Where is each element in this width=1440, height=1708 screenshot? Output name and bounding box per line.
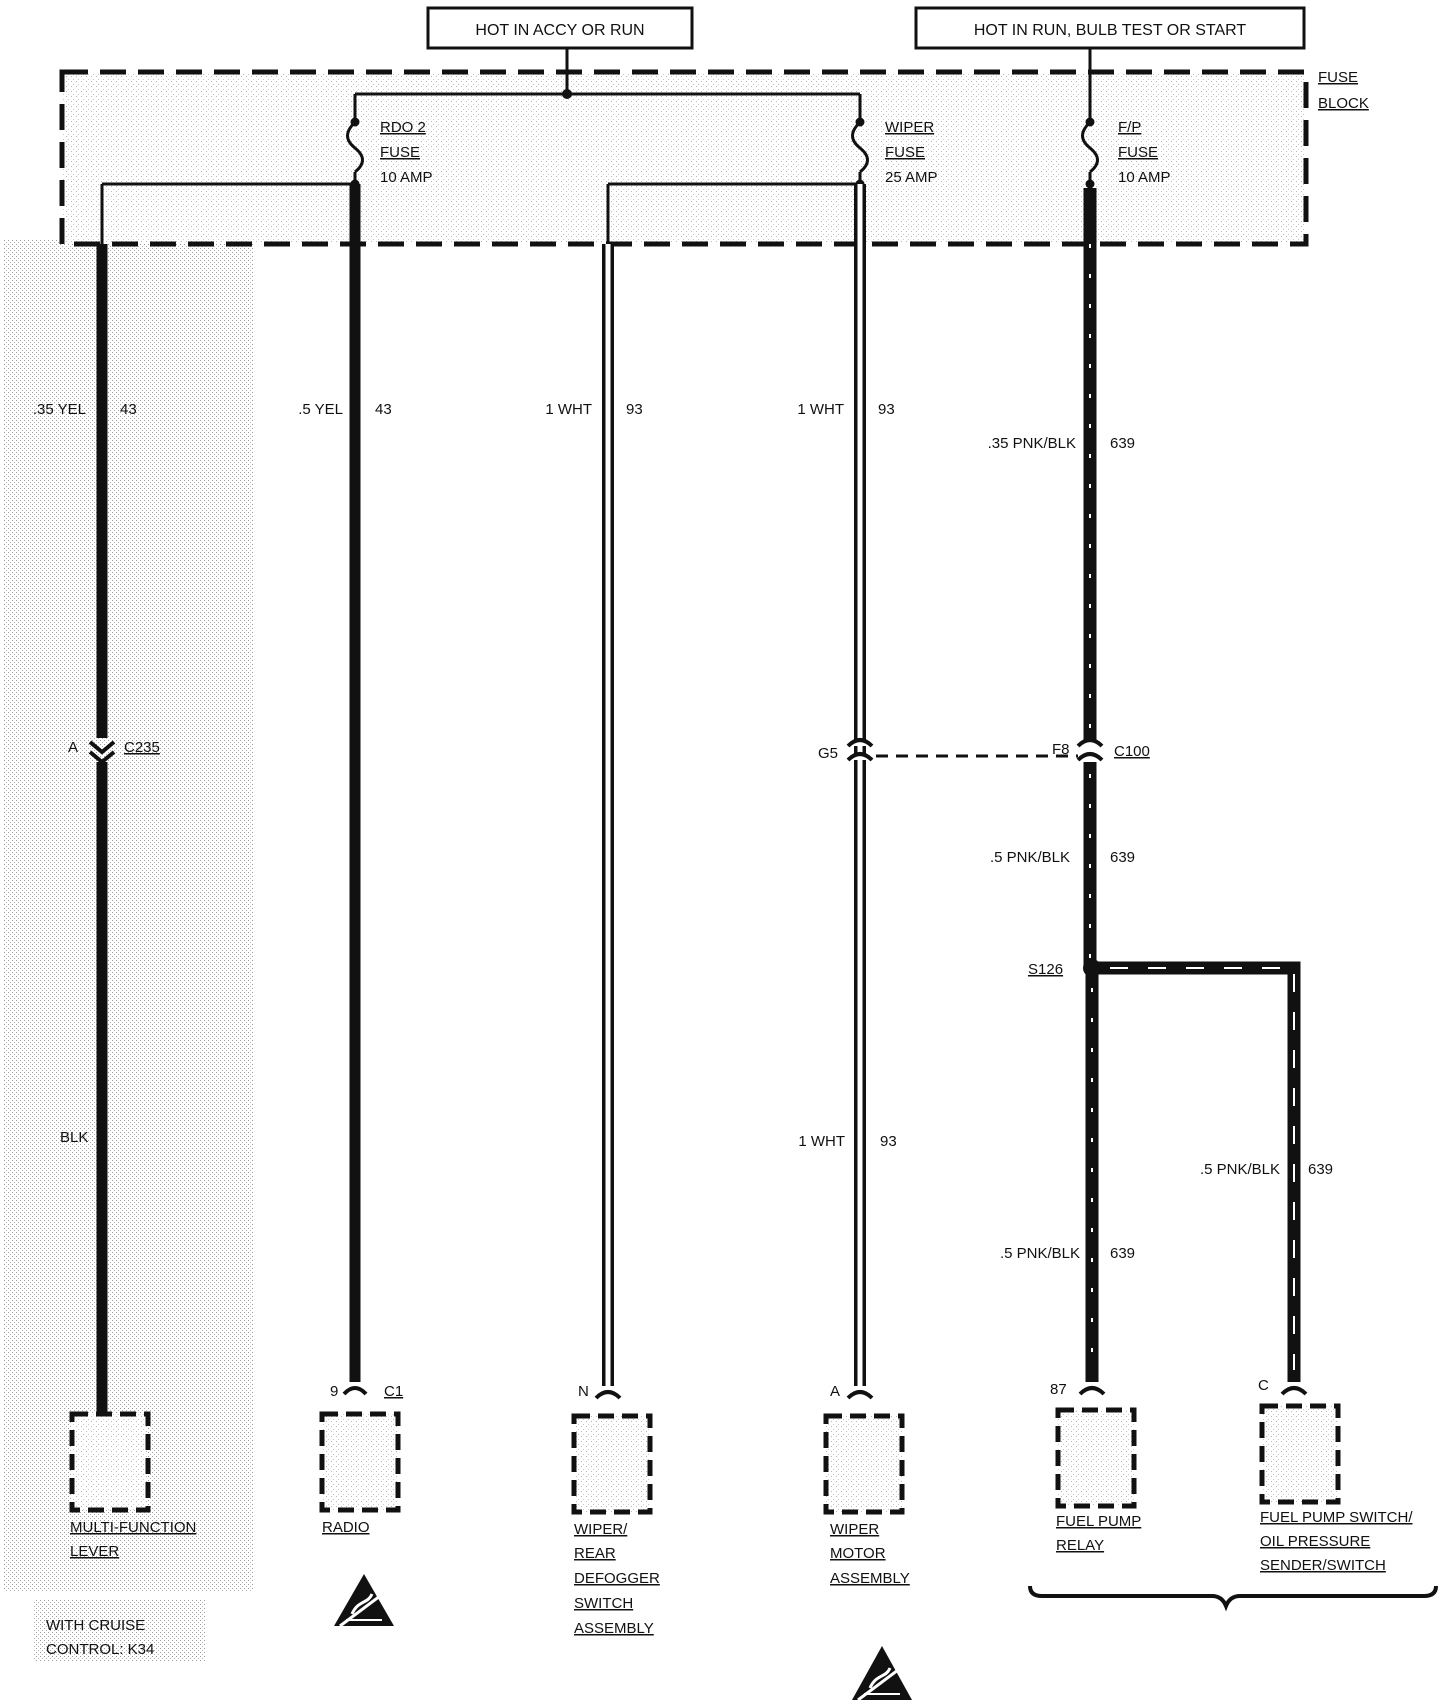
fp-fuse-type: FUSE bbox=[1118, 144, 1158, 161]
wiper-fuse-rating: 25 AMP bbox=[885, 169, 938, 186]
run-start-box bbox=[914, 6, 1306, 50]
wire-label-gauge-2: .5 YEL bbox=[298, 401, 343, 418]
wire-label-circuit-9: 639 bbox=[1110, 1245, 1135, 1262]
g5-label: G5 bbox=[818, 745, 838, 762]
fuel-pump-bracket bbox=[1028, 1585, 1438, 1612]
run-start-label: HOT IN RUN, BULB TEST OR START bbox=[974, 22, 1247, 39]
c235-label: C235 bbox=[124, 739, 160, 756]
defogger-label-4: SWITCH bbox=[574, 1595, 633, 1612]
wiper-motor-label-1: WIPER bbox=[830, 1521, 879, 1538]
wire-label-gauge-7: 1 WHT bbox=[798, 1133, 845, 1150]
fp-fuse-symbol bbox=[1081, 117, 1099, 189]
wire-label-circuit-7: 93 bbox=[880, 1133, 897, 1150]
cruise-option-shading bbox=[4, 240, 254, 1592]
c235-pin-label: A bbox=[68, 739, 78, 756]
accy-run-box bbox=[426, 6, 694, 50]
relay-label-2: RELAY bbox=[1056, 1537, 1104, 1554]
switch-pin-label: C bbox=[1258, 1377, 1269, 1394]
fuse-block-label-2: BLOCK bbox=[1318, 95, 1369, 112]
fuse-block-outline bbox=[59, 69, 1309, 247]
fuel-pump-switch-box bbox=[1259, 1403, 1341, 1505]
multifunction-label-1: MULTI-FUNCTION bbox=[70, 1519, 196, 1536]
wire-label-gauge-6: .5 PNK/BLK bbox=[990, 849, 1070, 866]
blk-label: BLK bbox=[60, 1129, 88, 1146]
radio-pin-label: 9 bbox=[330, 1383, 338, 1400]
defogger-label-1: WIPER/ bbox=[574, 1521, 628, 1538]
wire-label-circuit-5: 639 bbox=[1110, 435, 1135, 452]
radio-box bbox=[319, 1411, 401, 1513]
wire-label-circuit-3: 93 bbox=[626, 401, 643, 418]
switch-label-2: OIL PRESSURE bbox=[1260, 1533, 1370, 1550]
wire-label-gauge-5: .35 PNK/BLK bbox=[988, 435, 1076, 452]
c100-label: C100 bbox=[1114, 743, 1150, 760]
defogger-switch-box bbox=[571, 1413, 653, 1515]
fuse-block-label-1: FUSE bbox=[1318, 69, 1358, 86]
radio-label: RADIO bbox=[322, 1519, 370, 1536]
relay-pin-label: 87 bbox=[1050, 1381, 1067, 1398]
wire-label-gauge-3: 1 WHT bbox=[545, 401, 592, 418]
rdo2-fuse-type: FUSE bbox=[380, 144, 420, 161]
rdo2-fuse-name: RDO 2 bbox=[380, 119, 426, 136]
wire-label-gauge-9: .5 PNK/BLK bbox=[1000, 1245, 1080, 1262]
switch-label-1: FUEL PUMP SWITCH/ bbox=[1260, 1509, 1413, 1526]
esd-warning-icon-2 bbox=[852, 1646, 912, 1702]
wiper-motor-connector bbox=[846, 1390, 874, 1400]
wire-label-gauge-8: .5 PNK/BLK bbox=[1200, 1161, 1280, 1178]
fuse-branch-wires bbox=[100, 182, 860, 244]
relay-connector bbox=[1078, 1386, 1106, 1396]
rdo2-fuse-rating: 10 AMP bbox=[380, 169, 433, 186]
wire-label-circuit-8: 639 bbox=[1308, 1161, 1333, 1178]
defogger-connector bbox=[594, 1390, 622, 1400]
defogger-label-3: DEFOGGER bbox=[574, 1570, 660, 1587]
wiper-fuse-type: FUSE bbox=[885, 144, 925, 161]
cruise-note-2: CONTROL: K34 bbox=[46, 1641, 154, 1658]
wire-label-gauge-1: .35 YEL bbox=[33, 401, 86, 418]
wiper-motor-pin-label: A bbox=[830, 1383, 840, 1400]
switch-connector bbox=[1280, 1386, 1308, 1396]
switch-label-3: SENDER/SWITCH bbox=[1260, 1557, 1386, 1574]
multifunction-lever-box bbox=[69, 1411, 151, 1513]
radio-connector bbox=[342, 1386, 368, 1396]
defogger-label-5: ASSEMBLY bbox=[574, 1620, 654, 1637]
multifunction-label-2: LEVER bbox=[70, 1543, 119, 1560]
connector-g5 bbox=[846, 738, 874, 762]
fp-fuse-rating: 10 AMP bbox=[1118, 169, 1171, 186]
cruise-note-1: WITH CRUISE bbox=[46, 1617, 145, 1634]
wire-label-circuit-6: 639 bbox=[1110, 849, 1135, 866]
radio-connector-label: C1 bbox=[384, 1383, 403, 1400]
wire-label-gauge-4: 1 WHT bbox=[797, 401, 844, 418]
s126-label: S126 bbox=[1028, 961, 1063, 978]
fuel-pump-relay-box bbox=[1055, 1407, 1137, 1509]
connector-c100 bbox=[1076, 738, 1104, 762]
accy-run-label: HOT IN ACCY OR RUN bbox=[475, 22, 644, 39]
wire-label-circuit-4: 93 bbox=[878, 401, 895, 418]
wiper-motor-label-3: ASSEMBLY bbox=[830, 1570, 910, 1587]
relay-label-1: FUEL PUMP bbox=[1056, 1513, 1141, 1530]
wiper-fuse-name: WIPER bbox=[885, 119, 934, 136]
bus-splice bbox=[562, 89, 572, 99]
f8-label: F8 bbox=[1052, 741, 1070, 758]
wiper-motor-label-2: MOTOR bbox=[830, 1545, 886, 1562]
esd-warning-icon bbox=[334, 1574, 394, 1628]
defogger-label-2: REAR bbox=[574, 1545, 616, 1562]
wire-label-circuit-2: 43 bbox=[375, 401, 392, 418]
wiper-motor-box bbox=[823, 1413, 905, 1515]
fp-fuse-name: F/P bbox=[1118, 119, 1141, 136]
internal-bus bbox=[353, 48, 1092, 120]
wire-label-circuit-1: 43 bbox=[120, 401, 137, 418]
cruise-note-shading bbox=[34, 1600, 206, 1662]
defogger-pin-label: N bbox=[578, 1383, 589, 1400]
